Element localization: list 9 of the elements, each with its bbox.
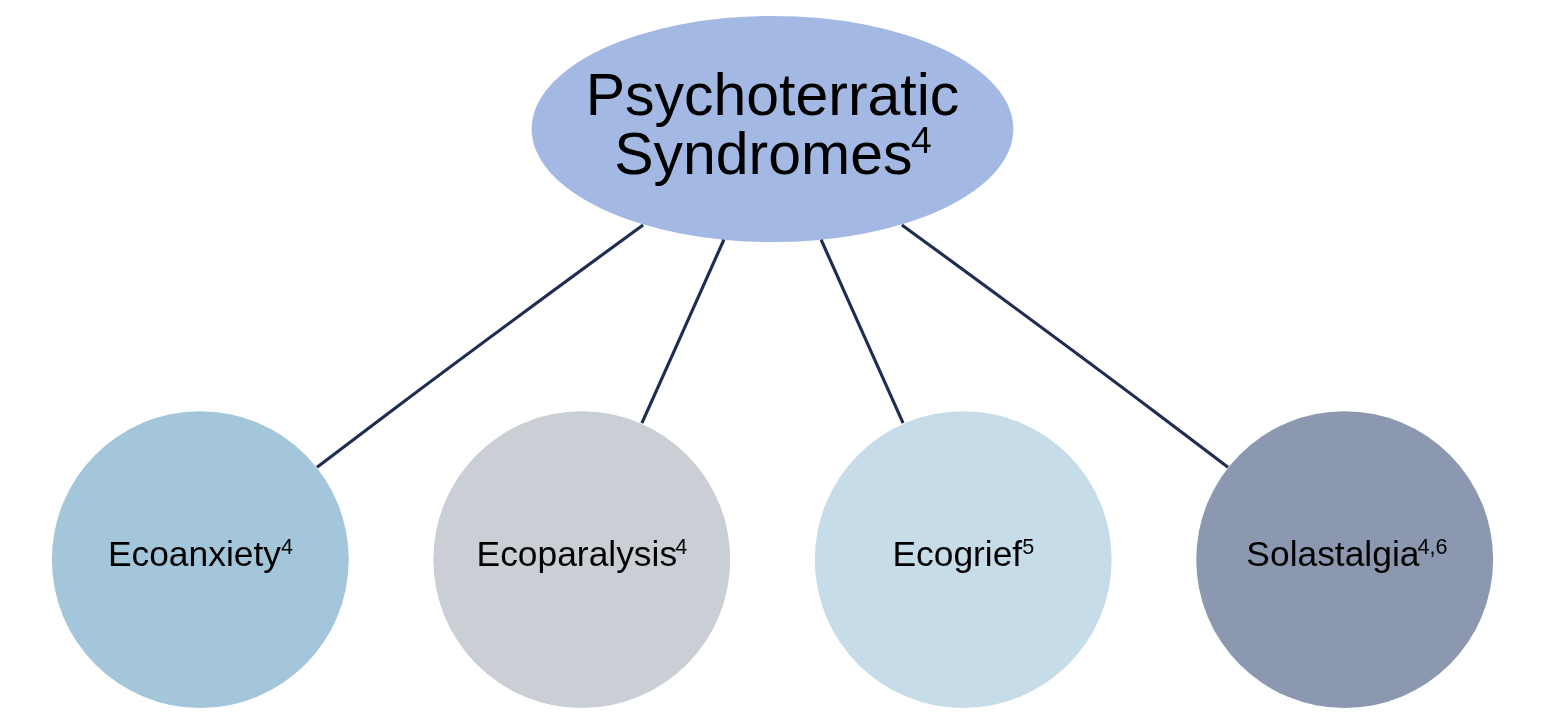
connector xyxy=(639,239,725,424)
node-ellipse: Psychoterratic Syndromes$^{4}$ xyxy=(531,15,1013,243)
node-circle: Solastalgia$^{4,6}$ xyxy=(1195,411,1493,709)
node-circle: Ecoanxiety$^{4}$ xyxy=(51,411,349,709)
connector xyxy=(900,223,1229,469)
connector xyxy=(819,239,905,424)
node-circle: Ecoparalysis$^{4}$ xyxy=(432,411,730,709)
node-circle: Ecogrief$^{5}$ xyxy=(814,411,1112,709)
connector xyxy=(315,223,644,469)
